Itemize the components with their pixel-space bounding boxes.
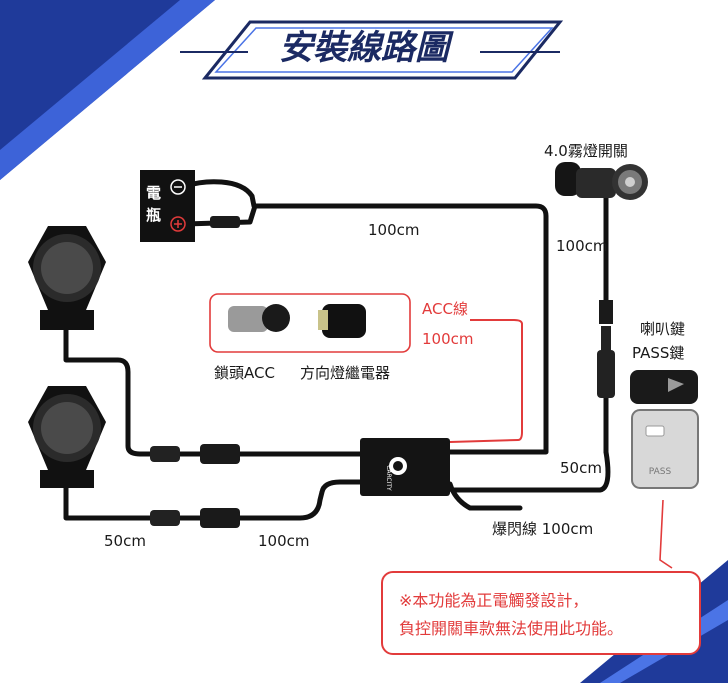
- acc-parts-box: [209, 293, 411, 353]
- wire-top-length: 100cm: [368, 221, 420, 239]
- controller-brand: CARCITY: [385, 465, 392, 491]
- pass-key-label: PASS鍵: [632, 344, 685, 362]
- wire-bottom-left-length: 50cm: [104, 532, 146, 550]
- ignition-lock-image: [228, 306, 268, 332]
- title-banner: [180, 20, 564, 80]
- fog-switch-label: 4.0霧燈開關: [544, 142, 628, 160]
- lamp-connectors: [150, 444, 240, 528]
- fuse-holder: [210, 216, 240, 228]
- switch-connectors: [597, 300, 615, 398]
- wire-switch-length: 100cm: [556, 237, 608, 255]
- acc-wire: [449, 319, 523, 443]
- ignition-acc-label: 鎖頭ACC: [214, 364, 275, 382]
- battery-label-1: 電: [146, 184, 162, 202]
- wire-right-length: 50cm: [560, 459, 602, 477]
- acc-wire-length: 100cm: [422, 330, 474, 348]
- acc-wire-label: ACC線: [422, 300, 468, 318]
- horn-pass-buttons: [630, 370, 699, 489]
- fog-switch: [555, 162, 648, 200]
- relay-image: [322, 304, 366, 338]
- turn-relay-label: 方向燈繼電器: [300, 364, 391, 382]
- fog-lamp-bottom: [28, 386, 106, 488]
- flash-wire-label: 爆閃線 100cm: [492, 520, 594, 538]
- notice-box: ※本功能為正電觸發設計， 負控開關車款無法使用此功能。: [381, 571, 701, 655]
- notice-line-2: 負控開關車款無法使用此功能。: [399, 619, 624, 638]
- fog-lamp-top: [28, 226, 106, 330]
- pointer-line: [659, 499, 673, 569]
- battery-label-2: 瓶: [146, 206, 162, 224]
- wire-bottom-mid-length: 100cm: [258, 532, 310, 550]
- notice-line-1: ※本功能為正電觸發設計，: [399, 591, 589, 610]
- corner-stripe: [0, 0, 215, 180]
- page-title: 安裝線路圖: [279, 28, 449, 68]
- pass-btn-text: PASS: [649, 467, 672, 477]
- controller-box: [360, 438, 450, 496]
- battery: [140, 170, 240, 242]
- horn-key-label: 喇叭鍵: [640, 320, 686, 338]
- horn-button-image: [630, 370, 698, 404]
